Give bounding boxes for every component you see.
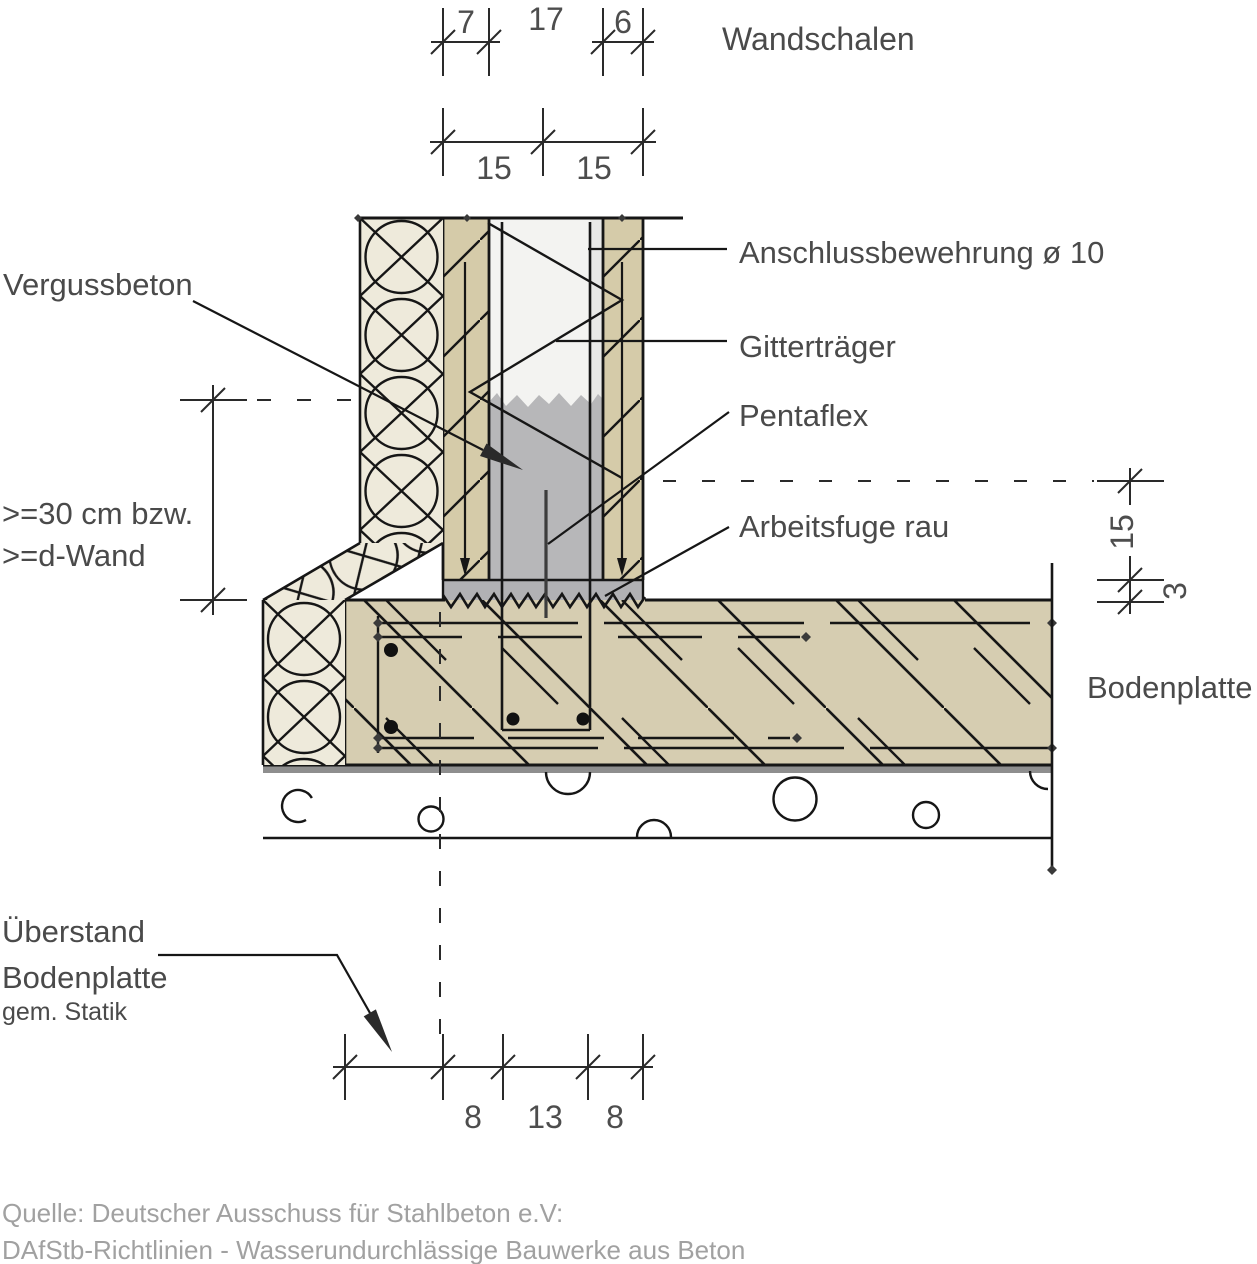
dim-line-right-joint	[1097, 468, 1164, 615]
dim-line-left-anchor	[180, 385, 247, 615]
label-ueberstand-2: Bodenplatte	[2, 960, 167, 995]
source-note: Quelle: Deutscher Ausschuss für Stahlbet…	[2, 1198, 745, 1264]
leader-arbeitsfuge	[604, 526, 730, 597]
leader-vergussbeton	[192, 300, 484, 451]
leader-ueberstand	[158, 953, 371, 1014]
dim-text-3-bed: 3	[1157, 582, 1193, 600]
gravel-stone	[544, 771, 592, 796]
label-ueberstand-3: gem. Statik	[2, 998, 128, 1026]
label-pentaflex: Pentaflex	[739, 398, 869, 433]
arrow-down-icon	[460, 558, 470, 576]
floor-slab	[263, 591, 1052, 773]
slab-hatching	[345, 600, 1052, 765]
shell-mesh-bars	[463, 262, 624, 560]
dim-line-wall-halves	[430, 108, 656, 176]
rebar-cross-section	[384, 643, 398, 657]
label-anschlussbewehrung: Anschlussbewehrung ø 10	[739, 235, 1104, 270]
dim-text-7: 7	[457, 4, 475, 40]
gravel-stone	[635, 818, 673, 838]
leader-lines	[158, 247, 730, 1052]
gravel-stone	[417, 805, 445, 833]
rebar-cross-section	[506, 712, 520, 726]
dim-text-8-left: 8	[464, 1099, 482, 1135]
arrow-down-icon	[617, 558, 627, 576]
source-line-2: DAfStb-Richtlinien - Wasserundurchlässig…	[2, 1235, 745, 1264]
dim-line-bottom	[332, 1034, 656, 1100]
insulation-slab-edge-pattern	[263, 600, 345, 765]
wall-section	[441, 218, 645, 602]
insulation-edges	[261, 218, 444, 765]
dim-text-13: 13	[527, 1099, 563, 1135]
section-edges	[354, 214, 1057, 875]
dim-line-shell-outer	[430, 8, 502, 76]
separation-layer	[263, 766, 1052, 773]
gravel-stone	[1028, 770, 1049, 791]
dim-text-15-left: 15	[476, 150, 512, 186]
grout-fill-vergussbeton	[489, 393, 603, 582]
leader-arrowhead-icon	[480, 443, 523, 470]
label-wandschalen: Wandschalen	[722, 21, 915, 57]
insulation-band-pattern	[263, 543, 443, 600]
starter-bars-u-loop	[500, 222, 592, 732]
dim-text-15-right: 15	[576, 150, 612, 186]
perimeter-insulation	[261, 218, 444, 765]
rebar-cross-section	[384, 720, 398, 734]
dim-line-shell-inner	[590, 8, 656, 76]
dim-text-15-joint: 15	[1104, 514, 1140, 550]
label-ueberstand-1: Überstand	[2, 914, 145, 949]
reinforcement	[373, 221, 1057, 753]
label-bodenplatte: Bodenplatte	[1087, 670, 1252, 705]
label-arbeitsfuge: Arbeitsfuge rau	[739, 509, 949, 544]
dimensions: 7 17 6 15 15 15 3 8 13 8	[180, 1, 1193, 1135]
gravel-stone	[911, 800, 941, 830]
label-gittertraeger: Gitterträger	[739, 329, 896, 364]
edge-end-marker	[1047, 865, 1057, 875]
subbase-gravel	[263, 770, 1052, 840]
leader-arrowhead-icon	[363, 1009, 392, 1052]
label-min-anchor-1: >=30 cm bzw.	[2, 496, 193, 531]
dim-text-8-right: 8	[606, 1099, 624, 1135]
label-vergussbeton: Vergussbeton	[3, 267, 193, 302]
mortar-bed-outline	[441, 578, 645, 601]
gravel-stone	[772, 776, 818, 822]
dim-text-6: 6	[614, 4, 632, 40]
insulation-wall-pattern	[360, 218, 443, 543]
source-line-1: Quelle: Deutscher Ausschuss für Stahlbet…	[2, 1198, 563, 1228]
leader-pentaflex	[547, 411, 730, 545]
dim-text-17: 17	[528, 1, 564, 37]
gravel-stone	[280, 788, 313, 824]
label-min-anchor-2: >=d-Wand	[2, 538, 146, 573]
rebar-cross-section	[576, 712, 590, 726]
lattice-girder	[467, 221, 625, 480]
labels: Wandschalen Anschlussbewehrung ø 10 Gitt…	[2, 21, 1252, 1026]
